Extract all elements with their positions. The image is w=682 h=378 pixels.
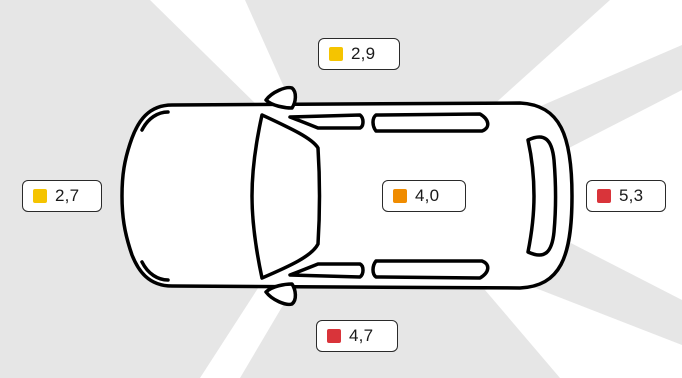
rating-value: 5,3 xyxy=(619,186,644,205)
beam-top-left xyxy=(150,0,292,110)
rating-value: 4,0 xyxy=(415,186,440,205)
color-swatch-icon xyxy=(597,189,611,203)
rating-value: 4,7 xyxy=(349,326,374,345)
rating-bottom: 4,7 xyxy=(316,320,398,352)
window-rear-top xyxy=(371,112,490,133)
beam-bottom-left xyxy=(200,282,292,378)
beam-bottom-right xyxy=(485,282,682,378)
rear-window xyxy=(526,135,558,257)
rating-value: 2,9 xyxy=(351,44,376,63)
rating-front: 2,7 xyxy=(22,180,102,212)
color-swatch-icon xyxy=(33,189,47,203)
headlight-top xyxy=(140,110,170,132)
window-front-bottom xyxy=(288,262,365,279)
windshield xyxy=(250,113,322,280)
rating-rear: 5,3 xyxy=(586,180,666,212)
car-top-view-icon xyxy=(120,85,574,307)
rating-top: 2,9 xyxy=(318,38,400,70)
color-swatch-icon xyxy=(329,47,343,61)
mirror-bottom xyxy=(264,282,298,307)
window-rear-bottom xyxy=(371,259,490,280)
headlight-bottom xyxy=(140,260,170,282)
color-swatch-icon xyxy=(327,329,341,343)
color-swatch-icon xyxy=(393,189,407,203)
beam-top-right xyxy=(490,0,682,115)
car-body-outline xyxy=(120,101,574,290)
rating-cabin: 4,0 xyxy=(382,180,466,212)
mirror-top xyxy=(264,85,298,110)
window-front-top xyxy=(288,113,365,130)
rating-value: 2,7 xyxy=(55,186,80,205)
